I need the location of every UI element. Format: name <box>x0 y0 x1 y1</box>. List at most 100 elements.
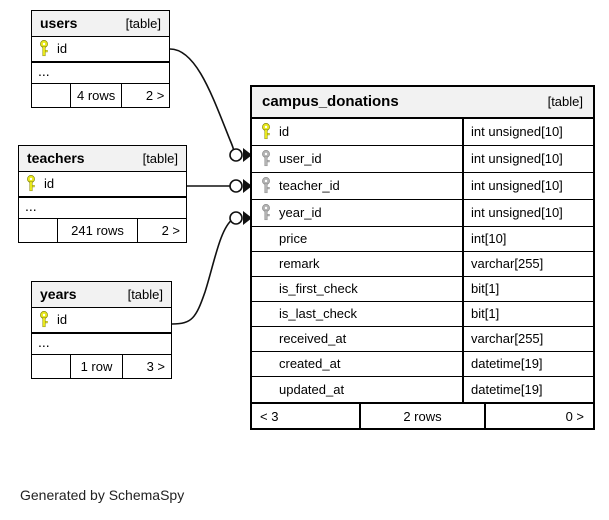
column-name-text: id <box>279 124 290 139</box>
column-name-text: user_id <box>279 151 322 166</box>
column-name-text: teacher_id <box>279 178 340 193</box>
column-name-text: is_first_check <box>279 281 358 296</box>
footer-parents-count[interactable] <box>32 355 70 378</box>
table-row[interactable]: price int[10] <box>252 227 593 252</box>
key-icon-foreign <box>260 150 272 167</box>
column-type-text: int unsigned[10] <box>462 146 593 172</box>
table-name-users: users <box>40 15 78 31</box>
table-row[interactable]: teacher_id int unsigned[10] <box>252 173 593 200</box>
key-icon-foreign <box>260 204 272 221</box>
column-cell-user-id: user_id <box>252 146 462 172</box>
footer-children-count[interactable]: 0 > <box>565 408 584 424</box>
footer-children-count[interactable]: 2 > <box>161 223 180 238</box>
footer-parents-count[interactable] <box>32 84 70 107</box>
more-columns-indicator: ... <box>32 333 171 355</box>
table-name-teachers: teachers <box>27 150 85 166</box>
column-type-text: int unsigned[10] <box>462 173 593 199</box>
edge-endpoint-teacher-id <box>229 179 243 193</box>
column-type-text: int unsigned[10] <box>462 200 593 226</box>
column-cell-created-at: created_at <box>252 352 462 376</box>
footer-children-count[interactable]: 3 > <box>146 359 165 374</box>
column-cell-years-id: id <box>32 308 171 332</box>
table-tag-campus-donations: [table] <box>547 94 583 109</box>
table-row[interactable]: is_first_check bit[1] <box>252 277 593 302</box>
table-name-campus-donations: campus_donations <box>262 93 399 110</box>
table-header-years: years [table] <box>32 282 171 308</box>
column-cell-teacher-id: teacher_id <box>252 173 462 199</box>
table-name-years: years <box>40 286 77 302</box>
column-name-text: remark <box>279 256 320 271</box>
column-name-text: updated_at <box>279 381 345 397</box>
table-tag-users: [table] <box>125 15 161 31</box>
column-name-text: id <box>57 312 68 327</box>
table-header-campus-donations: campus_donations [table] <box>252 87 593 119</box>
edge-endpoint-user-id <box>229 148 243 162</box>
footer-row-count: 4 rows <box>70 84 123 107</box>
table-row[interactable]: user_id int unsigned[10] <box>252 146 593 173</box>
footer-parents-count[interactable]: < 3 <box>260 408 279 424</box>
table-footer-years: 1 row 3 > <box>32 355 171 378</box>
table-row[interactable]: is_last_check bit[1] <box>252 302 593 327</box>
column-type-text: varchar[255] <box>462 327 593 351</box>
footer-row-count: 1 row <box>70 355 123 378</box>
table-header-users: users [table] <box>32 11 169 37</box>
footer-children-count[interactable]: 2 > <box>145 88 165 103</box>
key-icon-primary <box>38 311 50 328</box>
table-card-campus-donations[interactable]: campus_donations [table] id int unsigned[… <box>250 85 595 430</box>
table-card-teachers[interactable]: teachers [table] id ... 241 rows 2 > <box>18 145 187 243</box>
table-footer-users: 4 rows 2 > <box>32 84 169 107</box>
table-row[interactable]: year_id int unsigned[10] <box>252 200 593 227</box>
more-columns-indicator: ... <box>32 62 169 84</box>
column-cell-price: price <box>252 227 462 251</box>
footer-row-count: 2 rows <box>359 404 486 428</box>
key-icon-primary <box>25 175 37 192</box>
table-footer-teachers: 241 rows 2 > <box>19 219 186 242</box>
column-type-text: bit[1] <box>462 302 593 326</box>
column-type-text: datetime[19] <box>462 352 593 376</box>
table-row[interactable]: created_at datetime[19] <box>252 352 593 377</box>
table-row[interactable]: id <box>19 172 186 197</box>
key-icon-foreign <box>260 177 272 194</box>
column-cell-year-id: year_id <box>252 200 462 226</box>
column-cell-is-last-check: is_last_check <box>252 302 462 326</box>
table-row[interactable]: id <box>32 308 171 333</box>
footer-parents-count[interactable] <box>19 219 57 242</box>
footer-row-count: 241 rows <box>57 219 138 242</box>
table-row[interactable]: id int unsigned[10] <box>252 119 593 146</box>
table-row[interactable]: id <box>32 37 169 62</box>
table-footer-campus-donations: < 3 2 rows 0 > <box>252 402 593 428</box>
column-name-text: is_last_check <box>279 306 358 321</box>
table-card-users[interactable]: users [table] id ... 4 rows 2 > <box>31 10 170 108</box>
column-name-text: id <box>44 176 55 191</box>
key-icon-primary <box>38 40 50 57</box>
column-type-text: varchar[255] <box>462 252 593 276</box>
column-cell-users-id: id <box>32 37 169 61</box>
generated-by-caption: Generated by SchemaSpy <box>20 487 185 503</box>
column-cell-teachers-id: id <box>19 172 186 196</box>
column-type-text: datetime[19] <box>462 377 593 402</box>
column-name-text: year_id <box>279 205 322 220</box>
column-cell-remark: remark <box>252 252 462 276</box>
column-cell-id: id <box>252 119 462 145</box>
column-type-text: int unsigned[10] <box>462 119 593 145</box>
column-type-text: int[10] <box>462 227 593 251</box>
table-tag-years: [table] <box>127 286 163 302</box>
table-row[interactable]: updated_at datetime[19] <box>252 377 593 402</box>
table-row[interactable]: received_at varchar[255] <box>252 327 593 352</box>
key-icon-primary <box>260 123 272 140</box>
column-name-text: received_at <box>279 331 347 346</box>
column-cell-updated-at: updated_at <box>252 377 462 402</box>
table-tag-teachers: [table] <box>142 150 178 166</box>
column-name-text: price <box>279 231 308 246</box>
table-header-teachers: teachers [table] <box>19 146 186 172</box>
column-name-text: created_at <box>279 356 341 371</box>
table-card-years[interactable]: years [table] id ... 1 row 3 > <box>31 281 172 379</box>
column-cell-received-at: received_at <box>252 327 462 351</box>
column-name-text: id <box>57 41 68 56</box>
table-row[interactable]: remark varchar[255] <box>252 252 593 277</box>
column-type-text: bit[1] <box>462 277 593 301</box>
edge-users-to-user-id <box>169 48 235 155</box>
edge-endpoint-year-id <box>229 211 243 225</box>
